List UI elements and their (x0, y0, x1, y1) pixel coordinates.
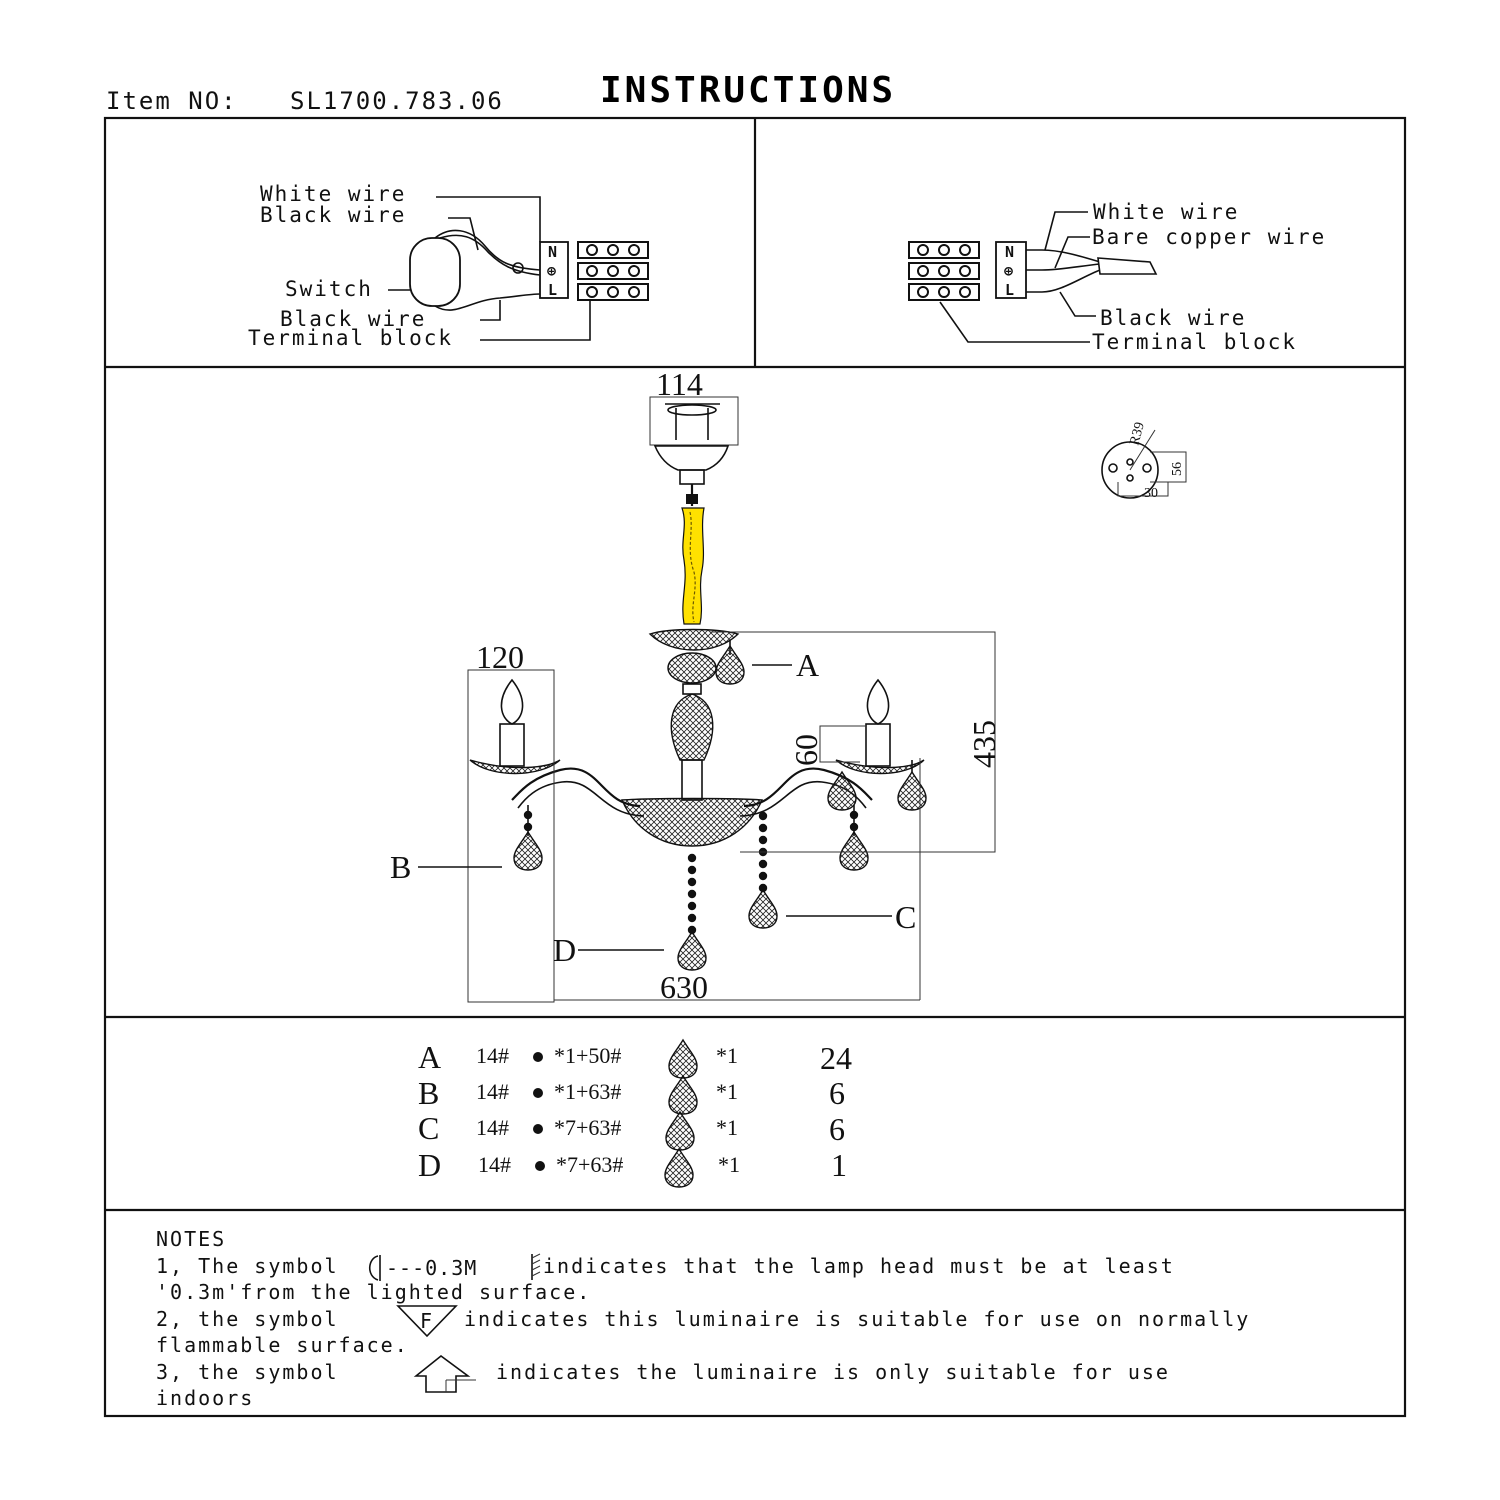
item-number-label: Item NO: (106, 87, 238, 115)
label-white-wire: White wire (260, 182, 406, 206)
label-white-wire: White wire (1093, 200, 1239, 224)
terminal-block-icon (908, 241, 980, 259)
parts-row: D 14# *7+63# *1 1 (418, 1147, 847, 1188)
part-spec-mid: *1+63# (554, 1079, 621, 1104)
bead-icon (533, 1124, 543, 1134)
parts-row: B 14# *1+63# *1 6 (418, 1075, 845, 1115)
label-terminal-block: Terminal block (1092, 330, 1297, 354)
highlighted-chain-sleeve (681, 507, 705, 625)
part-quantity: 6 (829, 1075, 845, 1111)
part-spec-left: 14# (478, 1152, 511, 1177)
dim-plate-height: 56 (1170, 462, 1185, 476)
part-letter: C (418, 1110, 439, 1146)
terminal-letter-l: L (548, 281, 557, 299)
note-2-continued: flammable surface. (156, 1333, 409, 1357)
lamp-head-symbol-icon (368, 1255, 379, 1281)
dim-cup-height: 60 (788, 734, 824, 766)
wiring-diagram-right: N ⊕ L White wire Bare copper wire Black … (908, 200, 1326, 354)
part-letter: A (418, 1039, 441, 1075)
dim-total-width: 630 (660, 969, 708, 1005)
callout-d: D (553, 932, 576, 968)
callout-b: B (390, 849, 411, 885)
dim-plate-radius: R39 (1127, 421, 1148, 447)
page-title: INSTRUCTIONS (600, 70, 896, 111)
bead-icon (533, 1052, 543, 1062)
part-quantity: 1 (831, 1147, 847, 1183)
terminal-block-icon (577, 241, 649, 259)
part-letter: D (418, 1147, 441, 1183)
part-spec-left: 14# (476, 1043, 509, 1068)
terminal-letter-n: N (548, 243, 557, 261)
notes-heading: NOTES (156, 1227, 226, 1251)
note-3-text: indicates the luminaire is only suitable… (496, 1360, 1170, 1384)
part-spec-right: *1 (716, 1079, 738, 1104)
dim-canopy-width: 114 (656, 366, 703, 402)
note-2-lead: 2, the symbol (156, 1307, 339, 1331)
dim-total-height: 435 (966, 720, 1002, 768)
parts-row: C 14# *7+63# *1 6 (418, 1110, 845, 1151)
part-spec-right: *1 (718, 1152, 740, 1177)
flammable-surface-symbol-icon (396, 1305, 458, 1338)
note-3-lead: 3, the symbol (156, 1360, 339, 1384)
switch-icon (409, 237, 461, 307)
part-spec-right: *1 (716, 1115, 738, 1140)
part-spec-mid: *1+50# (554, 1043, 621, 1068)
parts-row: A 14# *1+50# *1 24 (418, 1039, 852, 1079)
label-black-wire: Black wire (1100, 306, 1246, 330)
parts-list: A 14# *1+50# *1 24 B 14# *1+63# *1 6 C 1… (418, 1039, 852, 1188)
dim-plate-width: 30 (1144, 486, 1158, 501)
label-terminal-block: Terminal block (248, 326, 453, 350)
label-switch: Switch (285, 277, 373, 301)
note-1-continued: '0.3m'from the lighted surface. (156, 1280, 591, 1304)
chandelier-drawing: 114 (390, 366, 1002, 1005)
bead-icon (535, 1161, 545, 1171)
terminal-letter-ground: ⊕ (1004, 262, 1013, 280)
lighted-surface-symbol-icon (531, 1253, 541, 1280)
crystal-drop-icon (668, 1039, 698, 1079)
note-1-lead: 1, The symbol (156, 1254, 339, 1278)
note-1-text: indicates that the lamp head must be at … (543, 1254, 1175, 1278)
terminal-letter-n: N (1005, 243, 1014, 261)
label-bare-copper-wire: Bare copper wire (1092, 225, 1326, 249)
indoor-use-symbol-icon (413, 1354, 471, 1393)
part-spec-mid: *7+63# (556, 1152, 623, 1177)
callout-a: A (796, 647, 819, 683)
note-3-continued: indoors (156, 1386, 254, 1410)
callout-c: C (895, 899, 916, 935)
part-spec-left: 14# (476, 1079, 509, 1104)
part-quantity: 6 (829, 1111, 845, 1147)
part-spec-mid: *7+63# (554, 1115, 621, 1140)
note-2-text: indicates this luminaire is suitable for… (464, 1307, 1250, 1331)
part-spec-right: *1 (716, 1043, 738, 1068)
terminal-letter-l: L (1005, 281, 1014, 299)
mounting-plate-detail: R39 56 30 (1101, 421, 1187, 501)
label-black-wire-top: Black wire (260, 203, 406, 227)
part-letter: B (418, 1075, 439, 1111)
notes-section: NOTES 1, The symbol ---0.3M indicates th… (156, 1227, 1250, 1410)
dim-arm-width: 120 (476, 639, 524, 675)
crystal-drop-icon (668, 1075, 698, 1115)
label-black-wire-bottom: Black wire (280, 307, 426, 331)
crystal-drop-icon (665, 1111, 695, 1151)
wiring-diagram-left: White wire Black wire Switch Black wire … (248, 182, 649, 350)
item-number: SL1700.783.06 (290, 87, 504, 115)
part-spec-left: 14# (476, 1115, 509, 1140)
part-quantity: 24 (820, 1040, 852, 1076)
note-1-symbol: ---0.3M (386, 1256, 477, 1280)
terminal-letter-ground: ⊕ (547, 262, 556, 280)
note-2-symbol: F (420, 1309, 432, 1333)
bead-icon (533, 1088, 543, 1098)
crystal-drop-icon (664, 1148, 694, 1188)
